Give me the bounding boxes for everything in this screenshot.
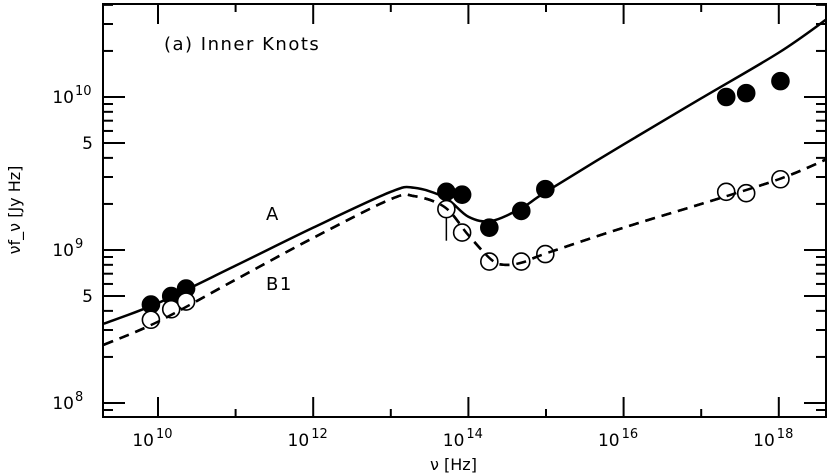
svg-text:10: 10 [753, 431, 775, 451]
svg-text:18: 18 [777, 427, 794, 442]
svg-text:10: 10 [598, 431, 620, 451]
data-point-a [480, 218, 499, 237]
data-point-b1 [716, 182, 736, 202]
model-curve-a [103, 18, 827, 325]
svg-text:10: 10 [132, 431, 154, 451]
data-point-a [437, 182, 456, 202]
data-point-b1 [141, 310, 161, 330]
svg-text:14: 14 [466, 427, 483, 442]
data-point-b1 [536, 244, 555, 264]
y-tick-label-1: 5 [82, 134, 93, 154]
data-points [103, 71, 827, 346]
svg-text:8: 8 [75, 390, 83, 405]
data-point-a [536, 179, 555, 199]
x-axis-title: ν [Hz] [430, 455, 477, 474]
svg-text:12: 12 [311, 427, 328, 442]
series-label-a: A [266, 204, 280, 225]
y-tick-label-3: 5 [82, 287, 93, 307]
svg-text:16: 16 [622, 427, 639, 442]
data-point-a [771, 71, 790, 91]
svg-text:10: 10 [52, 88, 74, 108]
svg-text:5: 5 [82, 134, 93, 154]
data-point-b1 [161, 299, 181, 319]
svg-text:10: 10 [443, 431, 465, 451]
plot-frame [102, 3, 827, 418]
svg-text:5: 5 [82, 287, 93, 307]
data-point-b1 [480, 252, 499, 271]
data-point-b1 [176, 292, 196, 311]
data-point-a [452, 185, 472, 204]
svg-text:10: 10 [52, 241, 74, 261]
svg-text:9: 9 [75, 237, 83, 252]
svg-text:10: 10 [52, 394, 74, 414]
svg-text:10: 10 [288, 431, 310, 451]
svg-text:10: 10 [75, 84, 92, 99]
axis-ticks [103, 3, 826, 417]
svg-text:10: 10 [156, 427, 173, 442]
model-curves [103, 18, 827, 346]
y-axis-title: νf_ν [Jy Hz] [5, 166, 25, 255]
data-point-a [736, 83, 756, 103]
data-point-a [716, 87, 736, 107]
panel-annotation: (a) Inner Knots [164, 34, 320, 55]
model-curve-b1-overlay [103, 158, 827, 346]
data-point-b1 [452, 223, 472, 242]
data-point-a [511, 201, 531, 221]
series-label-b1: B1 [266, 274, 293, 295]
